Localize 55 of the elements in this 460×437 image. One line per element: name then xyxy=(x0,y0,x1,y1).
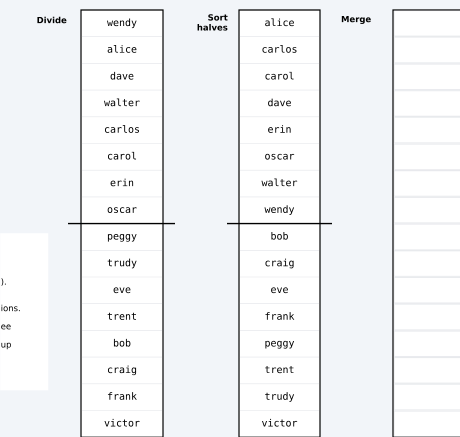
array-cell: alice xyxy=(108,45,136,53)
array-cell: frank xyxy=(108,392,137,400)
array-cell: oscar xyxy=(265,154,294,160)
array-cell: eve xyxy=(114,287,130,294)
empty-cell xyxy=(394,117,460,143)
array-cell: walter xyxy=(104,98,140,106)
empty-cell xyxy=(394,278,460,304)
array-cell: bob xyxy=(271,232,288,240)
empty-cell xyxy=(394,224,460,250)
array-cell: dave xyxy=(268,98,291,106)
array-cell: dave xyxy=(110,72,134,80)
empty-cell xyxy=(394,10,460,36)
array-cell: trent xyxy=(265,366,294,374)
empty-cell xyxy=(394,64,460,90)
array-cell: frank xyxy=(265,312,294,320)
column-heading: Merge xyxy=(342,16,371,24)
array-cell: trudy xyxy=(265,392,294,402)
array-cell: trent xyxy=(108,312,136,320)
array-cell: victor xyxy=(104,418,140,427)
array-cell: alice xyxy=(265,18,294,26)
empty-cell xyxy=(394,304,460,330)
array-cell: eve xyxy=(271,287,288,294)
array-cell: wendy xyxy=(107,18,137,28)
array-cell: carol xyxy=(108,152,136,160)
array-cell: craig xyxy=(265,258,294,268)
empty-cell xyxy=(394,90,460,116)
array-cell: wendy xyxy=(264,205,294,215)
empty-cell xyxy=(394,250,460,276)
array-cell: victor xyxy=(262,418,298,427)
empty-cell xyxy=(394,170,460,196)
array-cell: peggy xyxy=(108,234,137,242)
empty-cell xyxy=(394,37,460,63)
array-cell: bob xyxy=(114,338,130,347)
note-text: ). xyxy=(1,278,6,286)
empty-cell xyxy=(394,331,460,357)
empty-cell xyxy=(394,384,460,410)
empty-cell xyxy=(394,411,460,437)
note-text: up xyxy=(1,342,11,350)
array-cell: erin xyxy=(110,178,134,186)
array-cell: walter xyxy=(262,178,298,186)
array-cell: carol xyxy=(265,72,294,80)
empty-cell xyxy=(394,358,460,384)
array-cell: peggy xyxy=(265,340,294,349)
note-text: ee xyxy=(1,324,11,330)
column-heading: Divide xyxy=(37,16,66,24)
array-cell: craig xyxy=(108,365,136,376)
note-text: ions. xyxy=(2,304,20,312)
array-cell: oscar xyxy=(108,207,137,213)
array-cell: carlos xyxy=(104,125,140,133)
empty-cell xyxy=(394,144,460,170)
array-cell: trudy xyxy=(108,258,137,268)
empty-cell xyxy=(394,197,460,223)
column-heading: Sort halves xyxy=(198,14,228,31)
array-cell: carlos xyxy=(262,45,297,53)
array-cell: erin xyxy=(268,125,291,133)
